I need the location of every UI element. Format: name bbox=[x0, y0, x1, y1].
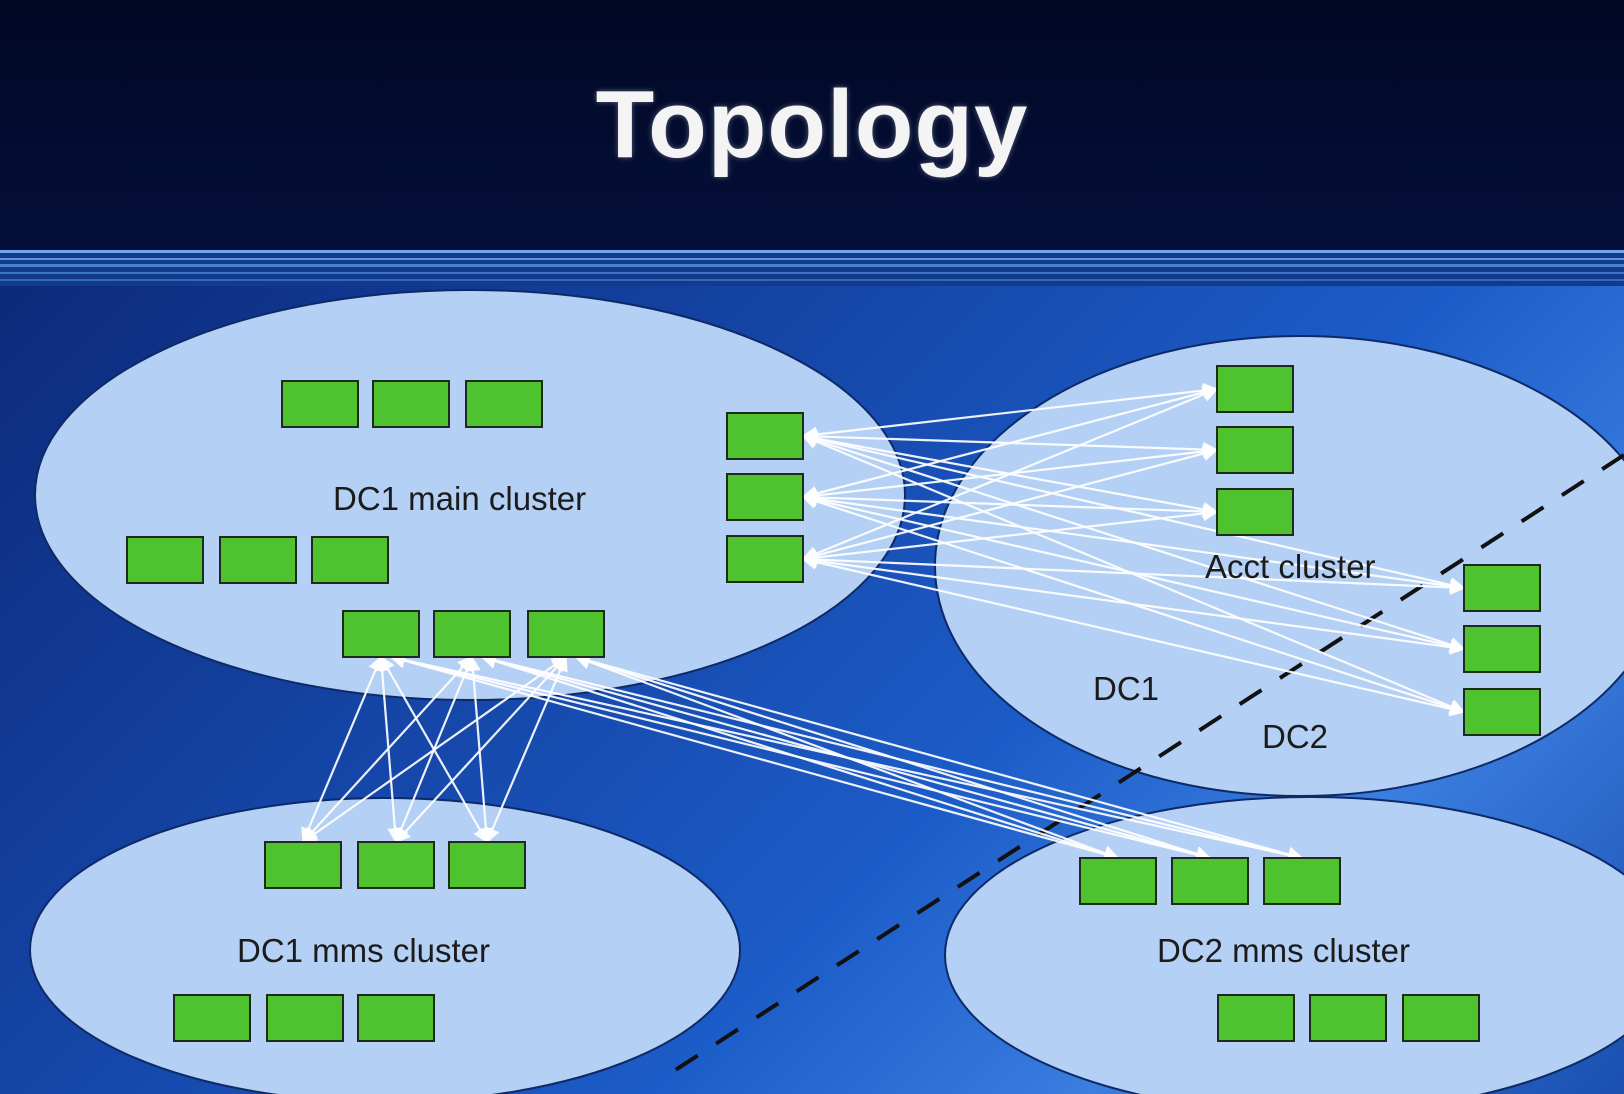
node-mms1-top-2 bbox=[357, 841, 435, 889]
node-acct-left-1 bbox=[1216, 365, 1294, 413]
title-bar bbox=[0, 0, 1624, 250]
node-mms1-top-1 bbox=[264, 841, 342, 889]
node-main-top-1 bbox=[281, 380, 359, 428]
link-arrow bbox=[485, 655, 568, 844]
label-dc1-main-cluster: DC1 main cluster bbox=[333, 480, 586, 517]
node-mms2-bot-1 bbox=[1217, 994, 1295, 1042]
node-mms2-top-2 bbox=[1171, 857, 1249, 905]
node-main-top-3 bbox=[465, 380, 543, 428]
slide-title: Topology bbox=[595, 71, 1029, 178]
node-main-top-2 bbox=[372, 380, 450, 428]
node-mms1-bot-2 bbox=[266, 994, 344, 1042]
link-arrow bbox=[574, 653, 1304, 862]
node-mms1-bot-1 bbox=[173, 994, 251, 1042]
node-mms2-top-3 bbox=[1263, 857, 1341, 905]
node-main-bot-2 bbox=[433, 610, 511, 658]
node-main-mid-3 bbox=[311, 536, 389, 584]
node-main-right-2 bbox=[726, 473, 804, 521]
node-main-bot-1 bbox=[342, 610, 420, 658]
link-arrow bbox=[801, 505, 1219, 566]
node-acct-left-3 bbox=[1216, 488, 1294, 536]
label-acct-cluster: Acct cluster bbox=[1205, 548, 1376, 585]
node-acct-right-1 bbox=[1463, 564, 1541, 612]
node-mms1-bot-3 bbox=[357, 994, 435, 1042]
node-mms2-bot-2 bbox=[1309, 994, 1387, 1042]
node-mms2-top-1 bbox=[1079, 857, 1157, 905]
label-zone-dc2: DC2 bbox=[1262, 718, 1328, 755]
node-mms1-top-3 bbox=[448, 841, 526, 889]
link-group bbox=[301, 382, 1466, 863]
node-acct-right-3 bbox=[1463, 688, 1541, 736]
node-acct-left-2 bbox=[1216, 426, 1294, 474]
node-acct-right-2 bbox=[1463, 625, 1541, 673]
node-mms2-bot-3 bbox=[1402, 994, 1480, 1042]
node-main-bot-3 bbox=[527, 610, 605, 658]
node-main-mid-1 bbox=[126, 536, 204, 584]
link-arrow bbox=[801, 554, 1466, 717]
label-zone-dc1: DC1 bbox=[1093, 670, 1159, 707]
label-dc2-mms-cluster: DC2 mms cluster bbox=[1157, 932, 1410, 969]
node-main-right-1 bbox=[726, 412, 804, 460]
label-dc1-mms-cluster: DC1 mms cluster bbox=[237, 932, 490, 969]
node-main-right-3 bbox=[726, 535, 804, 583]
node-group bbox=[126, 365, 1541, 1042]
node-main-mid-2 bbox=[219, 536, 297, 584]
header-stripes bbox=[0, 250, 1624, 286]
